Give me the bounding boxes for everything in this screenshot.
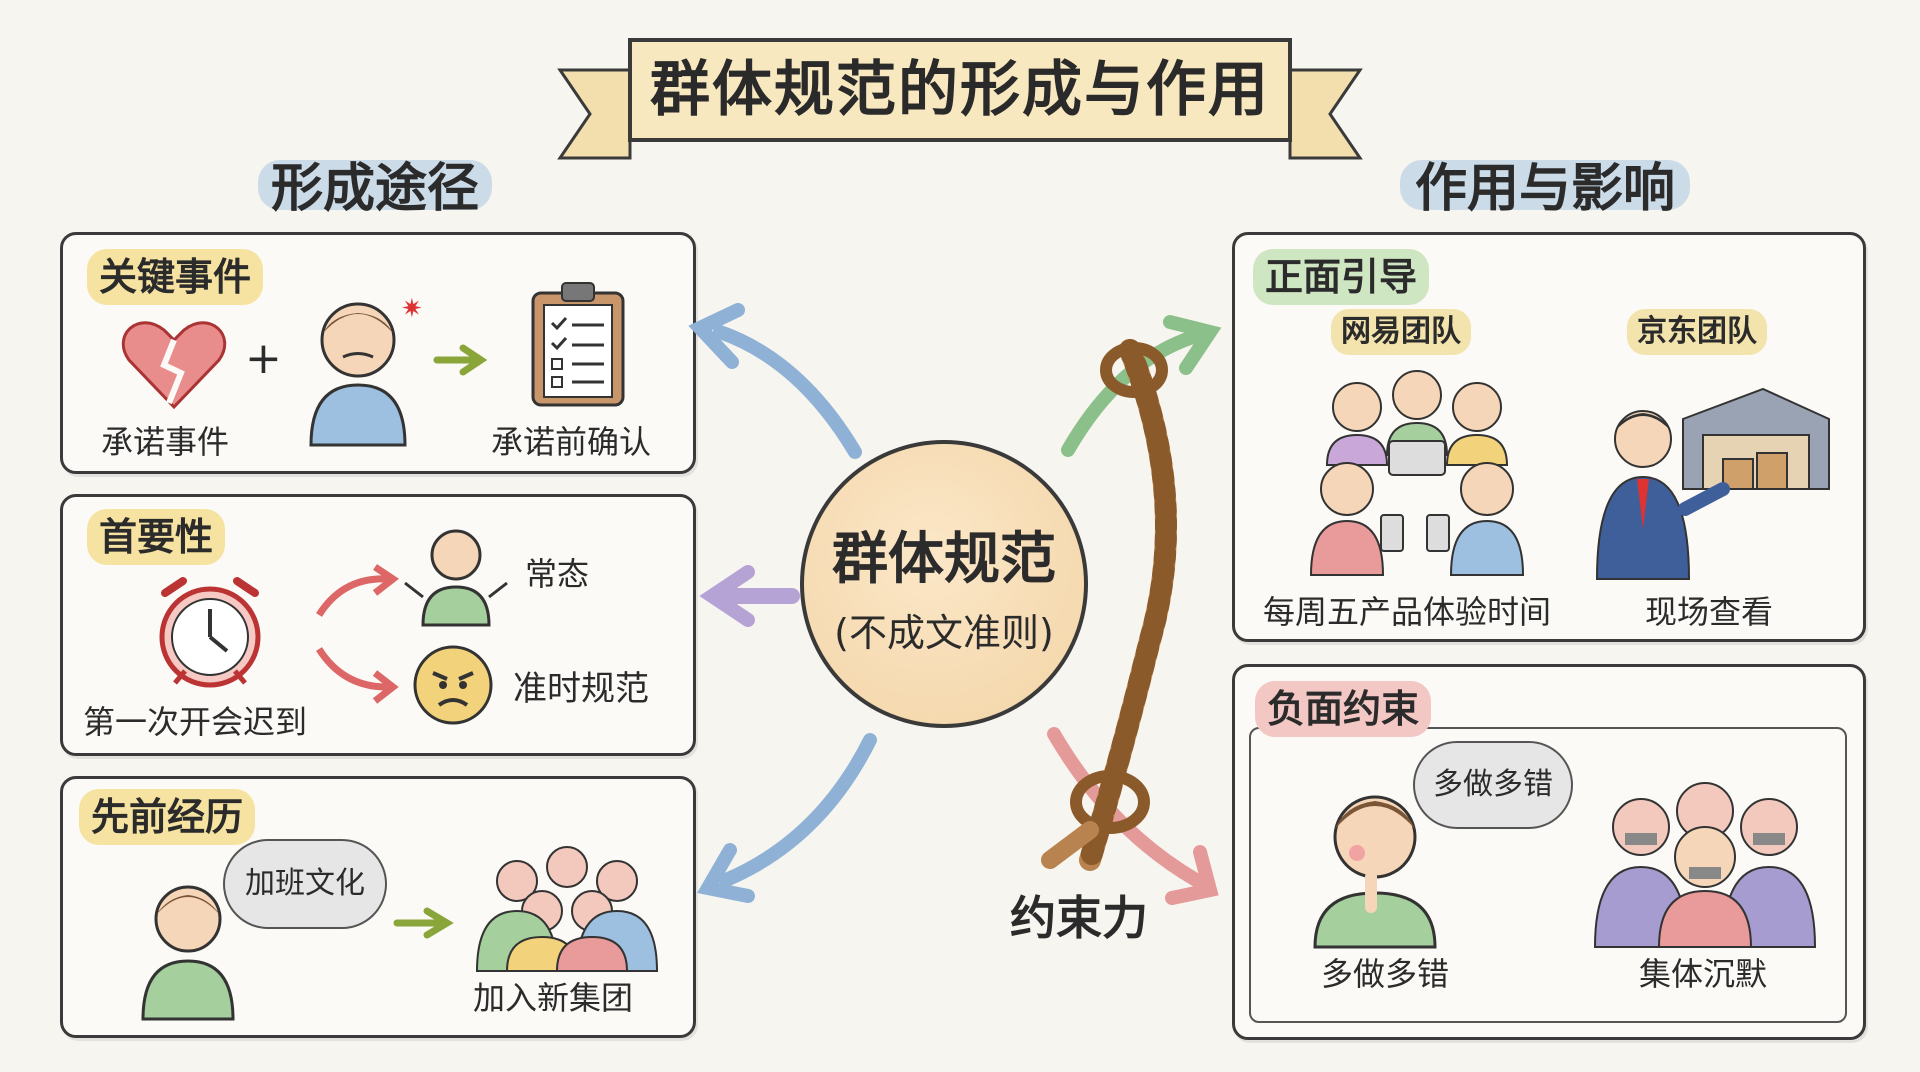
angry-person-icon: ✷: [309, 294, 423, 447]
right-heading-text: 作用与影响: [1414, 159, 1675, 219]
broken-heart-icon: [121, 321, 227, 410]
angry-face-icon: [413, 645, 493, 725]
person-icon: [141, 885, 235, 1021]
tag-prior-experience: 先前经历: [79, 789, 256, 845]
label-netease-team: 网易团队: [1331, 309, 1471, 355]
tag-negative: 负面约束: [1255, 681, 1432, 737]
tag-positive: 正面引导: [1253, 249, 1430, 305]
center-subtitle: (不成文准则): [834, 611, 1054, 655]
label-commitment-event: 承诺事件: [101, 423, 230, 461]
worried-person-icon: [1313, 795, 1437, 949]
negative-inner-frame: [1249, 727, 1847, 1023]
left-heading-text: 形成途径: [270, 159, 479, 219]
arrow-to-key-event: [688, 303, 862, 459]
caption-jd: 现场查看: [1645, 593, 1774, 631]
panel-primacy: 首要性 常态 准时规范 第一次开会迟到: [60, 494, 696, 756]
group-icon: [475, 846, 659, 972]
caption-collective-silence: 集体沉默: [1639, 955, 1768, 993]
arrow-to-prior-experience: [697, 733, 877, 903]
label-pre-confirm: 承诺前确认: [491, 423, 652, 461]
team-meeting-icon: [1309, 370, 1525, 576]
page-title: 群体规范的形成与作用: [650, 55, 1270, 125]
plus-sign: +: [245, 333, 282, 384]
thought-text: 加班文化: [245, 866, 365, 901]
thought-bubble-overtime: 加班文化: [223, 839, 387, 929]
label-normal: 常态: [525, 555, 590, 593]
silent-group-icon: [1593, 782, 1817, 948]
title-ribbon: 群体规范的形成与作用: [557, 38, 1363, 168]
rope-graphic: [1041, 339, 1177, 871]
panel-prior-experience: 先前经历 加班文化 加入新集团: [60, 776, 696, 1038]
arrow-to-negative: [1047, 727, 1219, 905]
thought-bubble-more-more-errors: 多做多错: [1413, 741, 1573, 829]
right-section-heading: 作用与影响: [1400, 146, 1690, 219]
thought-text: 多做多错: [1433, 767, 1553, 802]
center-title: 群体规范: [832, 527, 1056, 592]
caption-more-more-errors: 多做多错: [1321, 955, 1450, 993]
svg-text:✷: ✷: [401, 294, 423, 324]
panel-key-event: 关键事件 + ✷ 承诺事件 承诺前确认: [60, 232, 696, 474]
left-section-heading: 形成途径: [258, 146, 492, 219]
alarm-clock-icon: [159, 577, 261, 688]
curved-arrow-up-icon: [316, 564, 399, 617]
arrow-right-icon: [393, 907, 454, 939]
rope-label: 约束力: [1010, 891, 1148, 945]
arrow-right-icon: [433, 344, 488, 376]
label-jd-team: 京东团队: [1627, 309, 1767, 355]
shrug-person-icon: [404, 529, 508, 627]
center-node: 群体规范 (不成文准则): [800, 440, 1088, 728]
clipboard-icon: [531, 282, 625, 407]
label-first-meeting-late: 第一次开会迟到: [83, 703, 308, 741]
curved-arrow-down-icon: [316, 647, 399, 704]
warehouse-manager-icon: [1595, 387, 1830, 580]
panel-positive: 正面引导 网易团队 京东团队 每周五产品体验时间 现场查看: [1232, 232, 1866, 642]
panel-negative: 负面约束 多做多错 多做多错 集体沉默: [1232, 664, 1866, 1040]
tag-primacy: 首要性: [87, 509, 226, 565]
caption-netease: 每周五产品体验时间: [1263, 593, 1552, 631]
label-punctual-norm: 准时规范: [513, 669, 649, 709]
tag-key-event: 关键事件: [87, 249, 264, 305]
arrow-to-positive: [1061, 315, 1222, 457]
arrow-to-primacy: [699, 565, 800, 627]
ribbon-graphic: [557, 38, 1363, 160]
label-join-new-group: 加入新集团: [473, 979, 634, 1017]
